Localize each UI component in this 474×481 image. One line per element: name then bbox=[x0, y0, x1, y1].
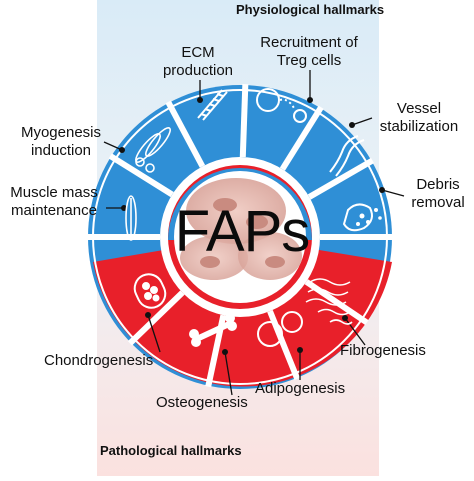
segment-outer-border bbox=[92, 89, 388, 385]
center-label: FAPs bbox=[174, 199, 311, 264]
vessel-icon bbox=[329, 135, 365, 177]
connector-lines bbox=[103, 70, 405, 396]
segment-separator bbox=[165, 100, 206, 168]
label-osteogenesis: Osteogenesis bbox=[156, 394, 248, 411]
segment-separator bbox=[239, 83, 249, 158]
muscle-fiber-icon bbox=[125, 195, 137, 241]
debris-icon bbox=[342, 203, 382, 232]
treg-cell-icon bbox=[256, 88, 307, 123]
header-pathological: Pathological hallmarks bbox=[100, 443, 242, 458]
header-physiological: Physiological hallmarks bbox=[236, 2, 385, 17]
collagen-fiber-icon bbox=[197, 89, 228, 121]
segment-separator bbox=[279, 105, 324, 171]
adipocyte-icon bbox=[257, 311, 303, 347]
connector-dots bbox=[119, 97, 385, 355]
myotube-icon bbox=[135, 127, 171, 173]
label-chondrogenesis: Chondrogenesis bbox=[44, 352, 154, 369]
segment-separator bbox=[127, 290, 185, 346]
chondrocyte-icon bbox=[133, 273, 167, 309]
segment-separator bbox=[108, 153, 174, 198]
bone-icon bbox=[189, 313, 237, 347]
fap-cells-illustration bbox=[180, 178, 302, 280]
label-fibrogenesis: Fibrogenesis bbox=[340, 342, 426, 359]
label-adipogenesis: Adipogenesis bbox=[255, 380, 346, 397]
fibrosis-icon bbox=[305, 278, 353, 325]
segment-separator bbox=[307, 157, 375, 200]
